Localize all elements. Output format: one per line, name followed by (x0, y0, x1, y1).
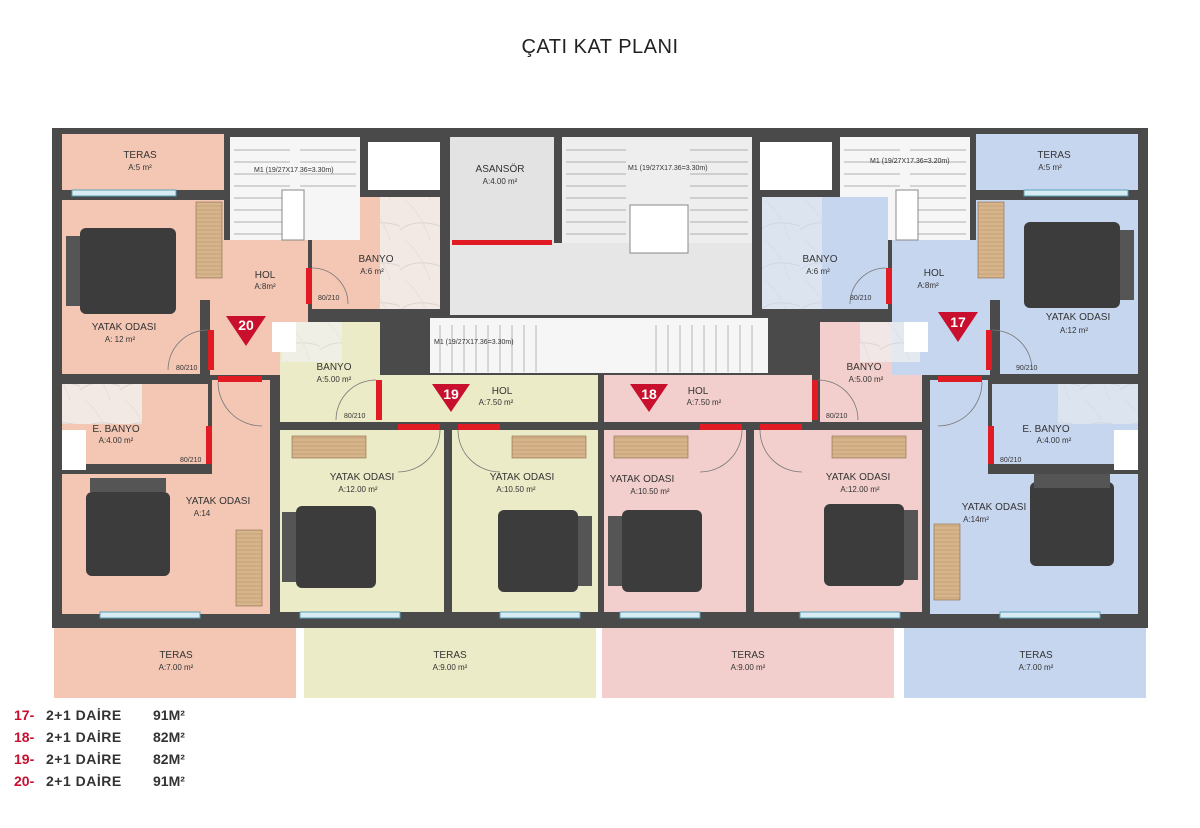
door-label: 80/210 (826, 413, 848, 420)
room-name: TERAS (433, 650, 467, 661)
legend-number: 18- (14, 729, 35, 745)
room-area: A:5 m² (128, 163, 152, 172)
room-name: BANYO (802, 254, 837, 265)
unit-legend: 17- 2+1 DAİRE 91M² 18- 2+1 DAİRE 82M² 19- 2+1… (14, 704, 185, 792)
room-name: YATAK ODASI (826, 472, 890, 483)
room-area: A:7.50 m² (687, 398, 722, 407)
room-name: HOL (255, 270, 276, 281)
stair-caption: M1 (19/27X17.36=3.30m) (434, 339, 514, 346)
badge-18: 18 (630, 384, 668, 412)
room-area: A:7.50 m² (479, 398, 514, 407)
door-label: 80/210 (344, 413, 366, 420)
stair-mid-2 (600, 318, 768, 373)
room-name: TERAS (123, 150, 157, 161)
page-title: ÇATI KAT PLANI (521, 36, 679, 58)
legend-row: 18- 2+1 DAİRE 82M² (14, 726, 185, 748)
room-area: A:5.00 m² (317, 375, 352, 384)
legend-area: 91M² (153, 707, 185, 723)
room-area: A: 12 m² (105, 335, 136, 344)
legend-number: 20- (14, 773, 35, 789)
badge-19: 19 (432, 384, 470, 412)
legend-row: 20- 2+1 DAİRE 91M² (14, 770, 185, 792)
room-area: A:4.00 m² (1037, 436, 1072, 445)
legend-area: 91M² (153, 773, 185, 789)
legend-number: 19- (14, 751, 35, 767)
room-area: A:10.50 m² (496, 485, 535, 494)
room-name: YATAK ODASI (610, 474, 674, 485)
room-name: HOL (492, 386, 513, 397)
room-name: BANYO (846, 362, 881, 373)
room-name: HOL (924, 268, 945, 279)
room-name: TERAS (731, 650, 765, 661)
room-name: YATAK ODASI (186, 496, 250, 507)
room-area: A:6 m² (360, 267, 384, 276)
room-area: A:4.00 m² (99, 436, 134, 445)
room-name: YATAK ODASI (330, 472, 394, 483)
room-name: HOL (688, 386, 709, 397)
room-area: A:10.50 m² (630, 487, 669, 496)
legend-number: 17- (14, 707, 35, 723)
room-area: A:6 m² (806, 267, 830, 276)
badge-20: 20 (226, 316, 266, 346)
room-area: A:7.00 m² (159, 663, 194, 672)
door-label: 80/210 (180, 457, 202, 464)
legend-type: 2+1 DAİRE (46, 707, 122, 723)
room-area: A:5 m² (1038, 163, 1062, 172)
legend-type: 2+1 DAİRE (46, 773, 122, 789)
door-label: 80/210 (176, 365, 198, 372)
room-name: E. BANYO (1022, 424, 1069, 435)
legend-row: 17- 2+1 DAİRE 91M² (14, 704, 185, 726)
room-name: YATAK ODASI (92, 322, 156, 333)
room-area: A:7.00 m² (1019, 663, 1054, 672)
room-area: A:9.00 m² (731, 663, 766, 672)
legend-type: 2+1 DAİRE (46, 729, 122, 745)
room-area: A:14 (194, 509, 211, 518)
legend-row: 19- 2+1 DAİRE 82M² (14, 748, 185, 770)
badge-17: 17 (938, 312, 978, 342)
room-name: TERAS (1037, 150, 1071, 161)
stair-caption: M1 (19/27X17.36=3.30m) (628, 165, 708, 172)
room-area: A:5.00 m² (849, 375, 884, 384)
svg-text:20: 20 (238, 317, 254, 333)
legend-area: 82M² (153, 751, 185, 767)
door-label: 90/210 (1016, 365, 1038, 372)
svg-text:17: 17 (950, 314, 966, 330)
room-area: A:8m² (917, 281, 939, 290)
legend-type: 2+1 DAİRE (46, 751, 122, 767)
room-area: A:8m² (254, 282, 276, 291)
stair-mid (430, 318, 600, 373)
door-label: 80/210 (318, 295, 340, 302)
elevator-shaft (450, 137, 554, 243)
room-name: E. BANYO (92, 424, 139, 435)
room-area: A:9.00 m² (433, 663, 468, 672)
door-label: 80/210 (1000, 457, 1022, 464)
stair-caption: M1 (19/27X17.36=3.30m) (254, 167, 334, 174)
room-name: BANYO (358, 254, 393, 265)
room-name: YATAK ODASI (1046, 312, 1110, 323)
room-name: BANYO (316, 362, 351, 373)
room-area: A:14m² (963, 515, 989, 524)
svg-text:18: 18 (641, 386, 657, 402)
room-name: ASANSÖR (476, 163, 525, 175)
room-name: TERAS (1019, 650, 1053, 661)
room-area: A:12 m² (1060, 326, 1088, 335)
stair-caption: M1 (19/27X17.36=3.20m) (870, 158, 950, 165)
room-area: A:12.00 m² (338, 485, 377, 494)
common-landing (450, 243, 752, 315)
room-area: A:4.00 m² (483, 177, 518, 186)
room-area: A:12.00 m² (840, 485, 879, 494)
legend-area: 82M² (153, 729, 185, 745)
svg-text:19: 19 (443, 386, 459, 402)
room-name: YATAK ODASI (962, 502, 1026, 513)
door-label: 80/210 (850, 295, 872, 302)
room-name: TERAS (159, 650, 193, 661)
room-name: YATAK ODASI (490, 472, 554, 483)
